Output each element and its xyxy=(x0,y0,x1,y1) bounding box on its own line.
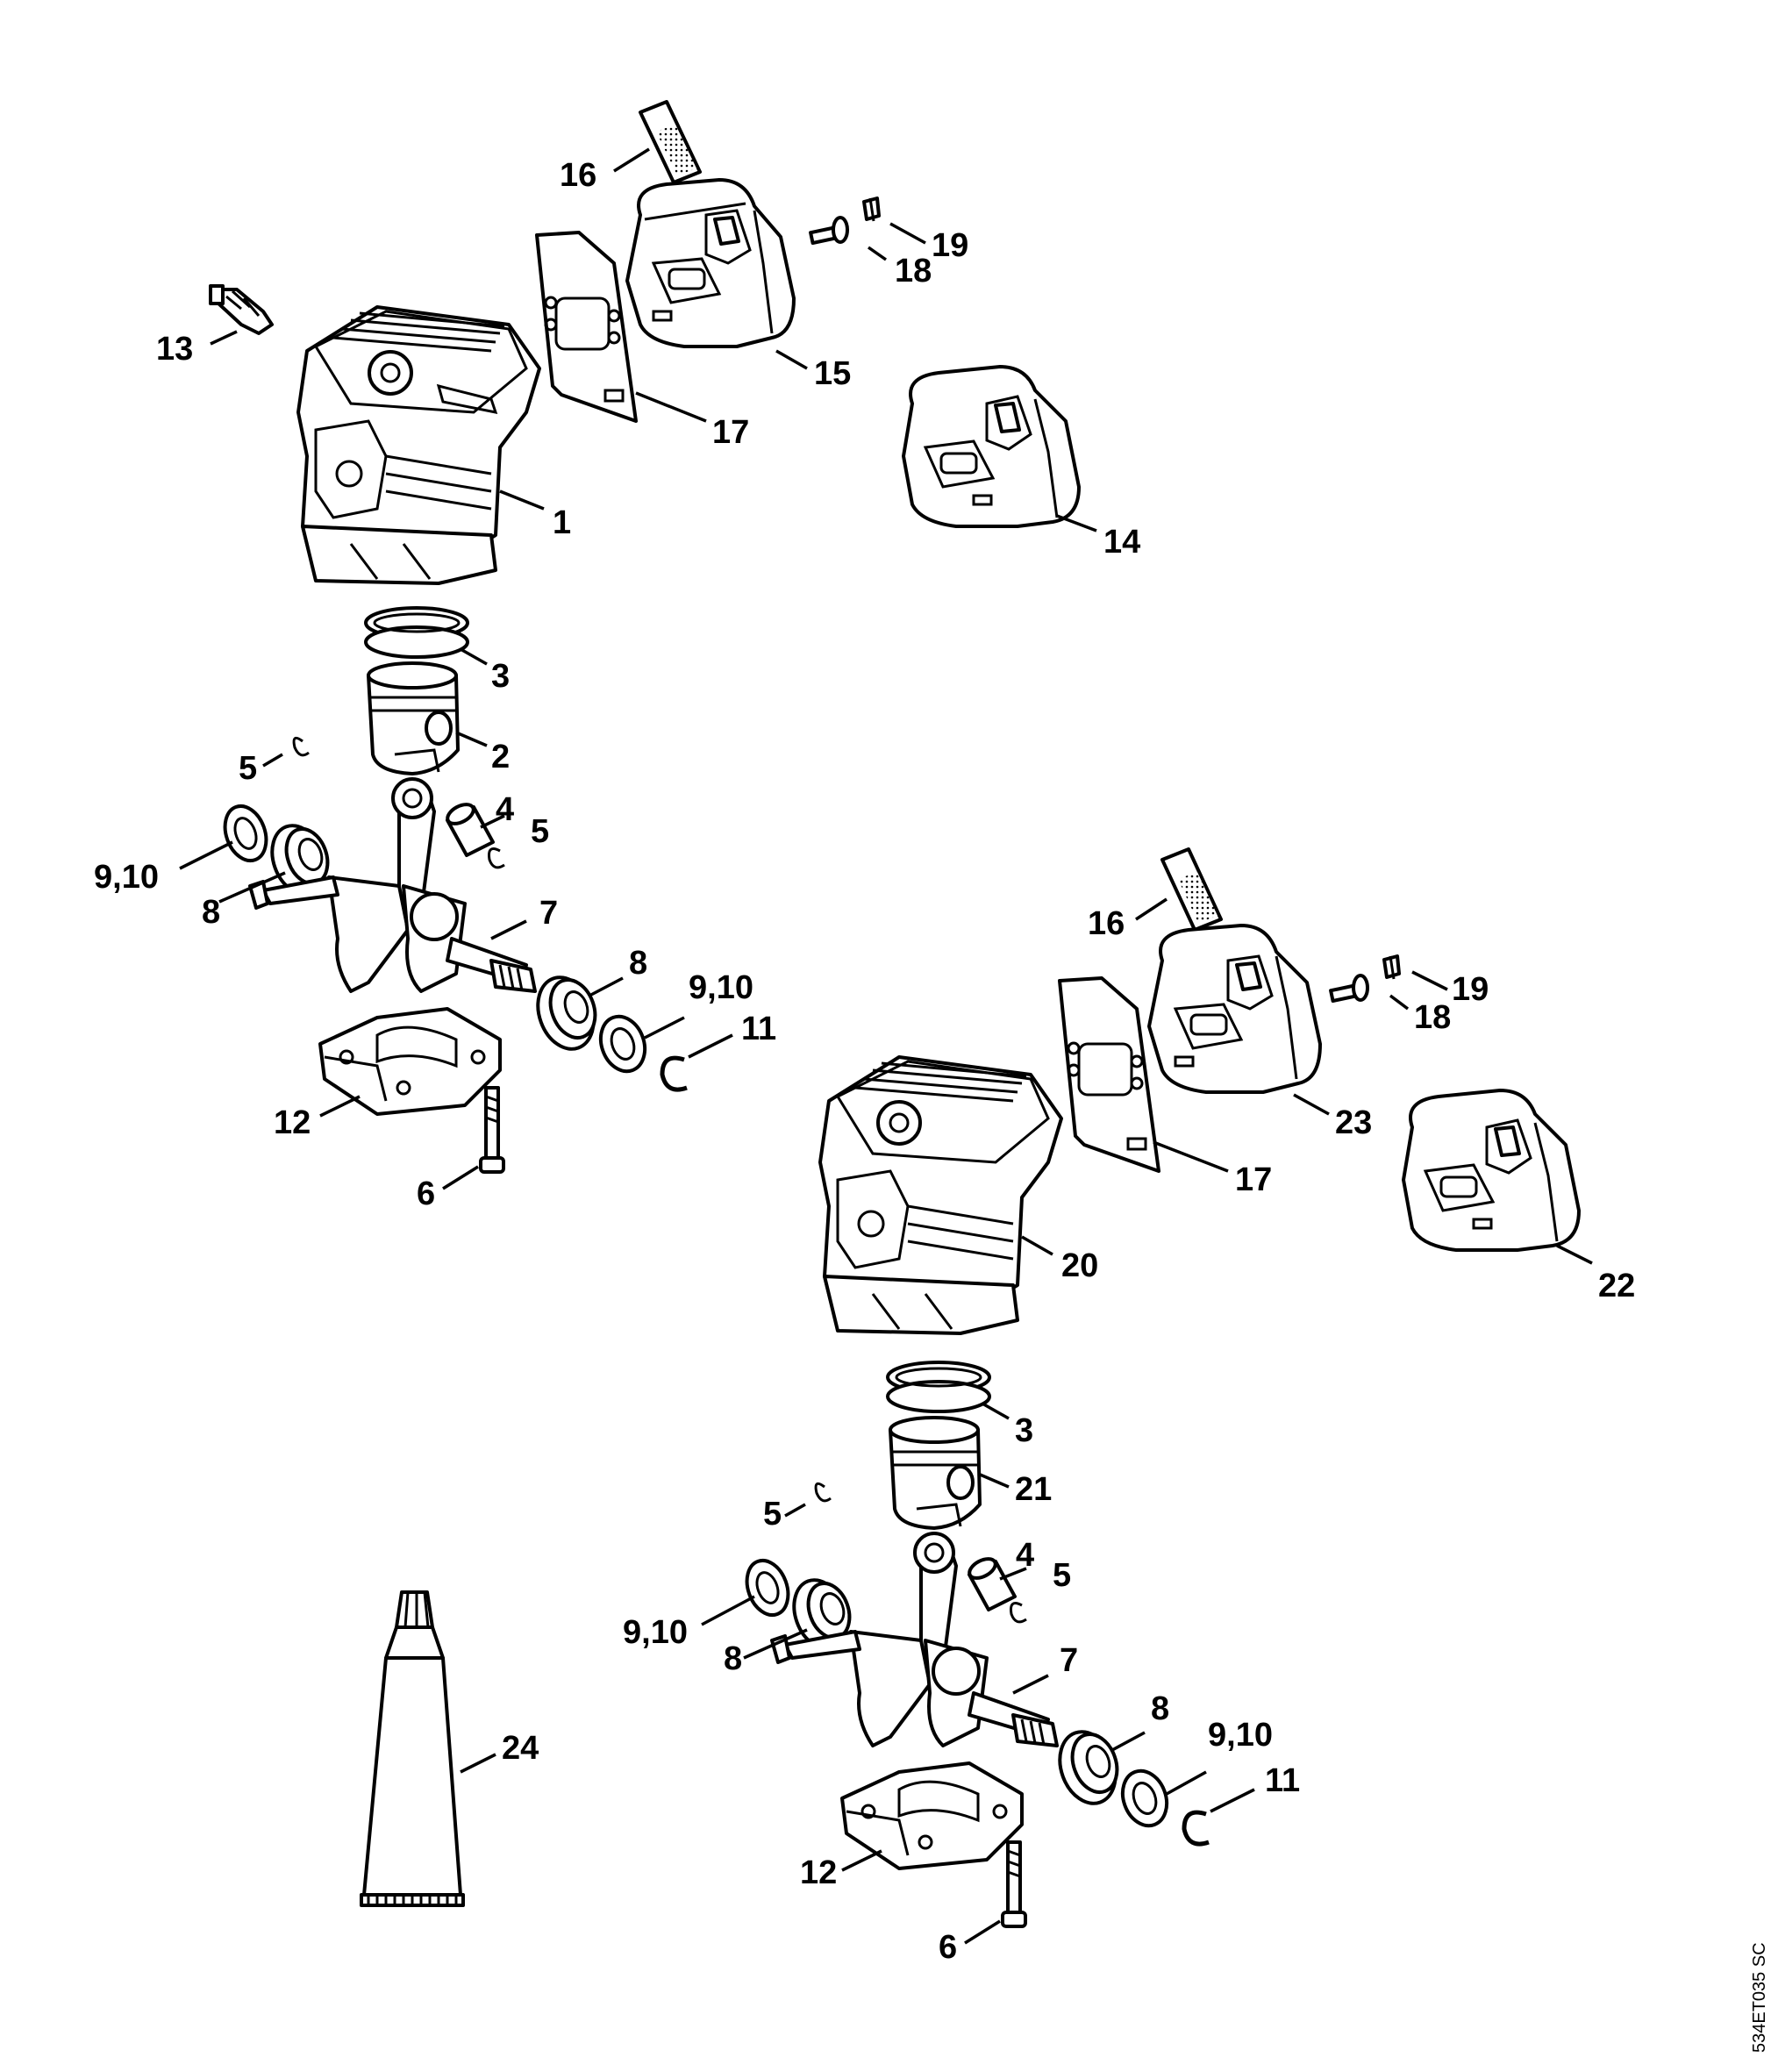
callout-9-10: 9,10 xyxy=(689,969,753,1006)
leader-lines xyxy=(179,147,1593,1945)
ball-bearing-part xyxy=(1058,1730,1119,1805)
oil-seal-part xyxy=(598,1014,647,1074)
muffler-part xyxy=(1147,924,1322,1094)
screw-part xyxy=(479,1086,505,1174)
callout-9-10: 9,10 xyxy=(623,1614,688,1651)
callout-12: 12 xyxy=(800,1854,837,1891)
spark-plug-part xyxy=(209,284,274,335)
callout-labels-tube: 24 xyxy=(502,1730,539,1767)
circlip-part xyxy=(814,1482,832,1503)
clip-part xyxy=(862,196,881,222)
callout-15: 15 xyxy=(814,355,851,392)
gasket-part xyxy=(535,231,638,423)
callout-6: 6 xyxy=(939,1929,957,1966)
callout-17: 17 xyxy=(712,414,749,451)
ball-bearing-part xyxy=(536,975,597,1051)
label-sticker-part xyxy=(1160,847,1223,932)
callout-20: 20 xyxy=(1061,1247,1098,1284)
callout-4: 4 xyxy=(1016,1537,1034,1574)
gasket-part xyxy=(1058,976,1160,1173)
muffler-part xyxy=(625,178,796,348)
callout-13: 13 xyxy=(156,331,193,368)
callout-8: 8 xyxy=(1151,1690,1169,1727)
callout-11: 11 xyxy=(1265,1762,1300,1799)
ball-bearing-part xyxy=(270,824,330,896)
oil-seal-part xyxy=(1120,1768,1169,1828)
grease-tube-part xyxy=(360,1590,465,1907)
callout-18: 18 xyxy=(1414,999,1451,1036)
callout-8: 8 xyxy=(629,945,647,982)
callout-24: 24 xyxy=(502,1730,539,1767)
callout-6: 6 xyxy=(417,1175,435,1212)
callout-9-10: 9,10 xyxy=(1208,1717,1273,1754)
callout-19: 19 xyxy=(932,227,968,264)
callout-1: 1 xyxy=(553,504,571,541)
callout-12: 12 xyxy=(274,1104,311,1141)
callout-14: 14 xyxy=(1103,524,1140,561)
callout-7: 7 xyxy=(1060,1642,1078,1679)
label-sticker-part xyxy=(639,100,702,184)
circlip-part xyxy=(1182,1810,1210,1847)
callout-11: 11 xyxy=(741,1011,776,1047)
callout-18: 18 xyxy=(895,253,932,289)
callout-5: 5 xyxy=(1053,1557,1071,1594)
callout-23: 23 xyxy=(1335,1104,1372,1141)
piston-rings-part xyxy=(364,606,469,659)
piston-part xyxy=(367,661,460,775)
screw-part xyxy=(809,216,849,245)
callout-7: 7 xyxy=(539,895,558,932)
callout-8: 8 xyxy=(724,1640,742,1677)
piston-pin-part xyxy=(446,803,495,857)
circlip-part xyxy=(488,847,505,869)
callout-16: 16 xyxy=(1088,905,1125,942)
screw-part xyxy=(1001,1840,1027,1928)
callout-19: 19 xyxy=(1452,971,1489,1008)
muffler-part xyxy=(902,365,1081,528)
callout-labels-bottom: 16 19 18 23 17 22 20 3 21 5 4 5 9,10 8 7… xyxy=(623,905,1635,1966)
crankcase-part xyxy=(840,1761,1024,1870)
callout-16: 16 xyxy=(560,157,596,194)
callout-3: 3 xyxy=(491,658,510,695)
callout-5: 5 xyxy=(239,750,257,787)
piston-pin-part xyxy=(968,1557,1017,1611)
callout-4: 4 xyxy=(496,791,514,828)
callout-3: 3 xyxy=(1015,1412,1033,1449)
piston-rings-part xyxy=(886,1361,991,1413)
callout-2: 2 xyxy=(491,739,510,775)
clip-part xyxy=(1382,954,1401,980)
oil-seal-part xyxy=(223,804,268,862)
circlip-part xyxy=(660,1055,688,1092)
crankcase-part xyxy=(318,1007,502,1116)
oil-seal-part xyxy=(745,1559,790,1617)
callout-5: 5 xyxy=(531,813,549,850)
callout-22: 22 xyxy=(1598,1268,1635,1304)
callout-labels-top: 16 19 18 13 15 17 1 14 3 5 2 4 5 9,10 8 … xyxy=(94,157,1140,1212)
crankshaft-part xyxy=(770,1532,1059,1747)
circlip-part xyxy=(1010,1602,1027,1624)
piston-part xyxy=(889,1416,982,1530)
callout-8: 8 xyxy=(202,894,220,931)
cylinder-part xyxy=(296,305,541,585)
callout-5: 5 xyxy=(763,1496,782,1533)
drawing-code: 534ET035 SC xyxy=(1750,1942,1769,2053)
cylinder-part xyxy=(818,1055,1063,1335)
muffler-part xyxy=(1402,1089,1581,1252)
callout-21: 21 xyxy=(1015,1471,1052,1508)
screw-part xyxy=(1329,974,1369,1003)
crankshaft-part xyxy=(248,777,537,993)
callout-9-10: 9,10 xyxy=(94,859,159,896)
circlip-part xyxy=(292,736,310,757)
callout-17: 17 xyxy=(1235,1161,1272,1198)
